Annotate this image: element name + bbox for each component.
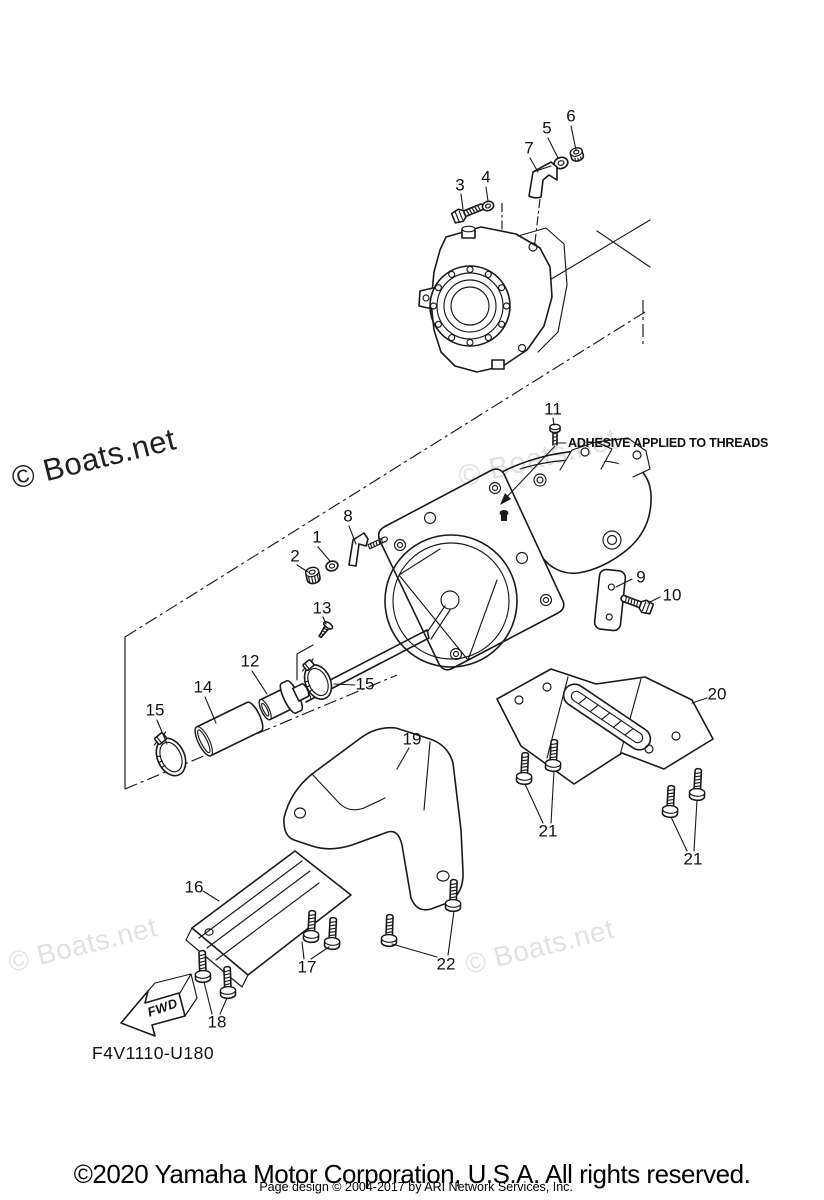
part-callout-12: 12 <box>240 651 260 671</box>
part-bolt-22a <box>380 913 399 948</box>
part-main-housing <box>379 438 651 670</box>
part-stud-8 <box>368 536 388 549</box>
part-callout-15: 15 <box>145 700 165 720</box>
part-callout-15-2: 15 <box>355 674 375 694</box>
part-bolt-18b <box>218 965 237 1000</box>
part-nut-2 <box>305 566 321 584</box>
part-nut-6 <box>569 147 584 163</box>
part-bolt-21c <box>661 784 680 819</box>
part-coupling-12 <box>255 674 315 726</box>
part-callout-10: 10 <box>662 585 682 605</box>
part-tube-14 <box>192 700 266 758</box>
part-callout-5: 5 <box>542 118 552 138</box>
part-callout-17: 17 <box>297 957 317 977</box>
part-callout-7: 7 <box>524 138 534 158</box>
part-clamp-15a <box>146 726 193 782</box>
part-callout-4: 4 <box>481 167 491 187</box>
diagram-code: F4V1110-U180 <box>92 1043 215 1063</box>
part-bracket-7 <box>529 162 557 198</box>
part-bolt-21a <box>515 751 534 786</box>
part-callout-9: 9 <box>636 567 646 587</box>
part-callout-13: 13 <box>312 598 332 618</box>
part-callout-8: 8 <box>343 506 353 526</box>
part-screw-13 <box>316 620 334 639</box>
part-bracket-8 <box>349 533 368 566</box>
copyright-text: ©2020 Yamaha Motor Corporation, U.S.A. A… <box>73 1159 751 1189</box>
part-plate-20 <box>497 669 713 784</box>
part-bolt-10 <box>618 590 655 617</box>
part-callout-19: 19 <box>402 729 422 749</box>
part-callout-11: 11 <box>544 399 562 419</box>
page-design-credit: Page design © 2004-2017 by ARI Network S… <box>259 1180 573 1194</box>
part-washer-1 <box>324 559 340 573</box>
adhesive-note: ADHESIVE APPLIED TO THREADS <box>568 436 769 450</box>
part-bolt-11 <box>550 424 560 445</box>
part-callout-21: 21 <box>538 821 558 841</box>
part-callout-20: 20 <box>707 684 727 704</box>
part-callout-3: 3 <box>455 175 465 195</box>
part-callout-2: 2 <box>290 546 300 566</box>
leader-lines <box>157 126 707 1014</box>
part-callout-6: 6 <box>566 106 576 126</box>
part-callout-16: 16 <box>184 877 204 897</box>
part-bolt-21d <box>688 767 707 802</box>
adhesive-arrow <box>500 443 566 505</box>
part-bolt-3 <box>450 199 487 226</box>
part-callout-14: 14 <box>193 677 213 697</box>
part-bracket-16 <box>186 851 351 987</box>
fwd-arrow <box>121 974 197 1036</box>
part-callout-18: 18 <box>207 1012 227 1032</box>
part-callout-21-2: 21 <box>683 849 703 869</box>
part-bolt-17b <box>323 916 342 951</box>
part-bolt-18a <box>193 949 212 984</box>
part-callout-22: 22 <box>436 954 456 974</box>
part-callout-1: 1 <box>312 527 322 547</box>
part-bearing-housing <box>419 226 567 372</box>
